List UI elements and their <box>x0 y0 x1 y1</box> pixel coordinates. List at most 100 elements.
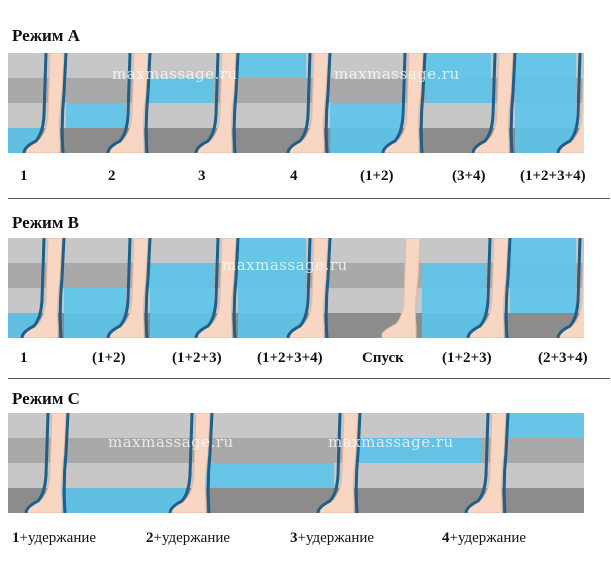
mode-a-step-label: (1+2+3+4) <box>520 168 586 184</box>
leg <box>466 238 512 338</box>
leg <box>556 53 584 153</box>
mode-a-step-label: (3+4) <box>452 168 486 184</box>
separator <box>8 198 610 199</box>
pressure-fill <box>330 103 401 128</box>
leg <box>194 238 240 338</box>
mode-a-step-label: 3 <box>198 168 206 184</box>
pressure-fill <box>515 78 576 103</box>
leg <box>381 238 421 338</box>
cuff-outline <box>316 413 362 513</box>
mode-b-step-label: (1+2+3) <box>172 350 222 366</box>
watermark-text: maxmassage.ru <box>328 433 454 451</box>
pressure-fill <box>425 53 491 78</box>
pressure-fill <box>238 288 306 313</box>
mode-c-step-text: +удержание <box>153 530 231 546</box>
pressure-fill <box>425 78 491 103</box>
mode-b-diagram: maxmassage.ru <box>8 238 584 338</box>
leg <box>20 238 66 338</box>
watermark-text: maxmassage.ru <box>112 65 238 83</box>
leg <box>194 53 240 153</box>
mode-b-step-label: (2+3+4) <box>538 350 588 366</box>
mode-a-step-label: 4 <box>290 168 298 184</box>
mode-b-step-label: 1 <box>20 350 28 366</box>
mode-c-step-label: 1+удержание <box>12 530 96 547</box>
mode-a-title: Режим A <box>12 26 80 45</box>
mode-c-strip: maxmassage.ru maxmassage.ru <box>8 413 584 513</box>
leg <box>316 413 362 513</box>
cuff-outline <box>24 413 70 513</box>
leg <box>381 53 427 153</box>
mode-b-title: Режим B <box>12 213 79 232</box>
pressure-fill <box>150 78 214 103</box>
leg <box>106 238 152 338</box>
watermark-text: maxmassage.ru <box>222 256 348 274</box>
mode-c-step-label: 4+удержание <box>442 530 526 547</box>
cuff-outline <box>556 53 582 153</box>
mode-b-step-label: (1+2+3+4) <box>257 350 323 366</box>
watermark-text: maxmassage.ru <box>334 65 460 83</box>
cuff-outline <box>20 238 66 338</box>
separator <box>8 378 610 379</box>
watermark-text: maxmassage.ru <box>108 433 234 451</box>
pressure-fill <box>66 103 126 128</box>
leg <box>464 413 510 513</box>
cuff-outline <box>286 53 332 153</box>
cuff-outline <box>464 413 510 513</box>
mode-a-step-label: (1+2) <box>360 168 394 184</box>
mode-c-step-text: +удержание <box>297 530 375 546</box>
cuff-outline <box>194 53 240 153</box>
cuff-outline <box>106 238 152 338</box>
pressure-fill <box>238 53 306 78</box>
mode-a-strip: maxmassage.ru maxmassage.ru <box>8 53 584 153</box>
pressure-fill <box>150 263 214 288</box>
cuff-outline <box>194 238 240 338</box>
cuff-outline <box>466 238 512 338</box>
pressure-fill <box>48 488 186 513</box>
pressure-fill <box>510 288 576 313</box>
leg <box>22 53 68 153</box>
cuff-outline <box>22 53 68 153</box>
mode-c-diagram: maxmassage.ru maxmassage.ru <box>8 413 584 513</box>
pressure-fill <box>510 238 576 263</box>
pressure-fill <box>515 103 576 128</box>
mode-c-step-text: +удержание <box>19 530 97 546</box>
mode-c-title: Режим C <box>12 389 80 408</box>
mode-c-step-label: 3+удержание <box>290 530 374 547</box>
pressure-fill <box>510 263 576 288</box>
cuff-outline <box>168 413 214 513</box>
mode-b-step-label: Спуск <box>362 350 404 366</box>
mode-c-step-number: 2 <box>146 530 154 546</box>
pressure-fill <box>238 238 306 263</box>
mode-c-step-number: 3 <box>290 530 298 546</box>
leg <box>106 53 152 153</box>
pressure-fill <box>64 288 126 313</box>
pressure-fill <box>150 288 214 313</box>
mode-b-step-label: (1+2+3) <box>442 350 492 366</box>
pressure-fill <box>344 438 482 463</box>
mode-c-step-number: 4 <box>442 530 450 546</box>
leg <box>556 238 584 338</box>
leg-skin <box>381 238 421 338</box>
mode-b-step-label: (1+2) <box>92 350 126 366</box>
pressure-fill <box>515 53 576 78</box>
cuff-outline <box>106 53 152 153</box>
cuff-outline <box>471 53 517 153</box>
mode-b-strip: maxmassage.ru <box>8 238 584 338</box>
mode-c-step-number: 1 <box>12 530 20 546</box>
mode-a-diagram: maxmassage.ru maxmassage.ru <box>8 53 584 153</box>
cuff-outline <box>381 53 427 153</box>
leg <box>24 413 70 513</box>
leg <box>286 53 332 153</box>
mode-c-step-text: +удержание <box>449 530 527 546</box>
pressure-fill <box>238 263 306 288</box>
leg <box>471 53 517 153</box>
pressure-fill <box>422 263 486 288</box>
mode-a-step-label: 1 <box>20 168 28 184</box>
leg <box>168 413 214 513</box>
pressure-fill <box>422 288 486 313</box>
mode-c-step-label: 2+удержание <box>146 530 230 547</box>
pressure-fill <box>198 463 334 488</box>
leg <box>286 238 332 338</box>
cuff-outline <box>286 238 332 338</box>
cuff-outline <box>556 238 582 338</box>
